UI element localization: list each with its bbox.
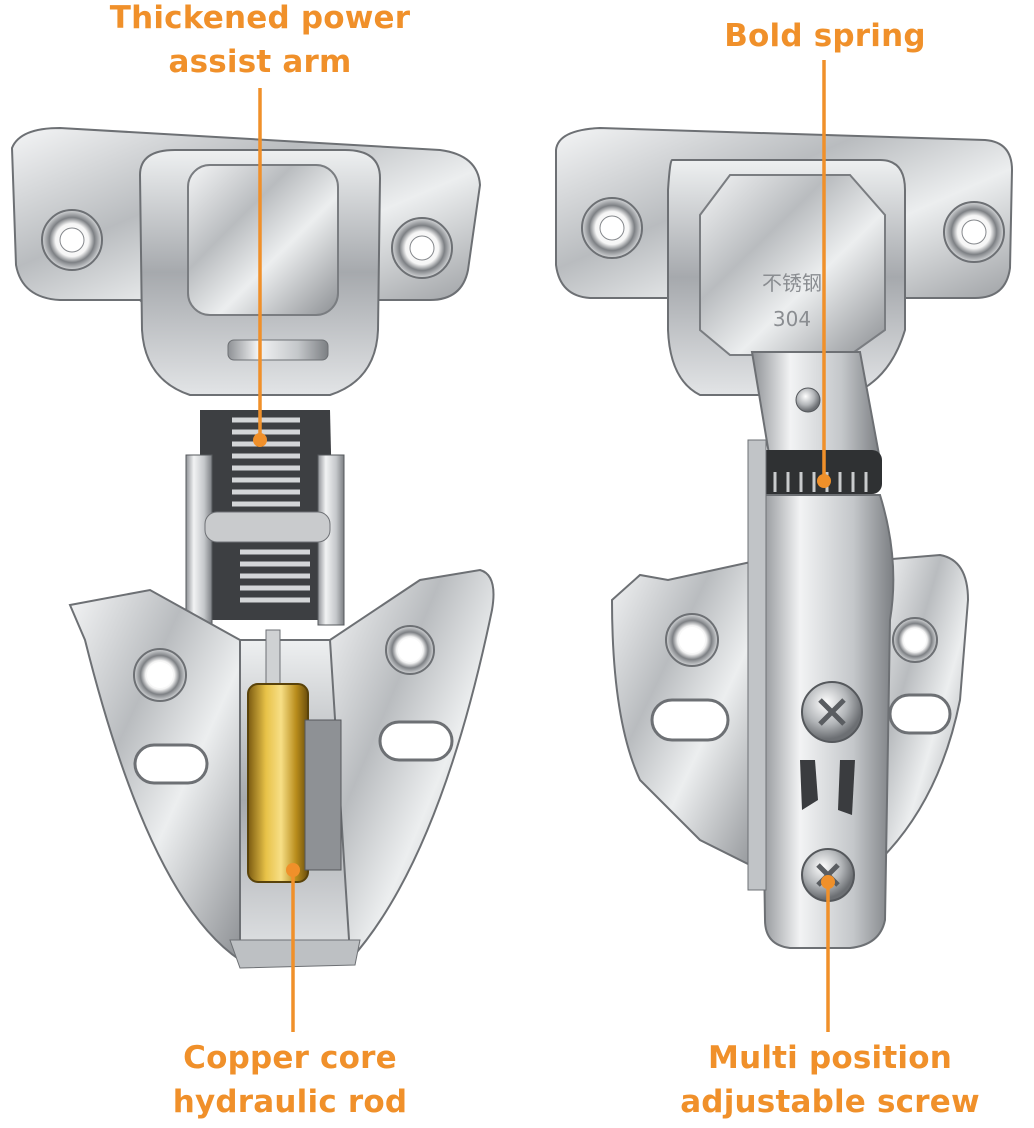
adjust-screw-upper-icon <box>801 681 863 743</box>
right-hinge: 不锈钢 304 <box>555 126 1014 949</box>
power-assist-arm-label: Thickened power assist arm <box>60 0 460 84</box>
hydraulic-rod-label-line1: Copper core <box>183 1040 397 1076</box>
callout-dot-power-arm <box>253 433 267 447</box>
adjustable-screw-label: Multi position adjustable screw <box>640 1036 1020 1124</box>
grade-stamp: 304 <box>773 307 811 331</box>
power-assist-arm-label-line1: Thickened power <box>109 0 411 36</box>
bold-spring-label: Bold spring <box>680 14 970 58</box>
callout-lines <box>253 60 835 1032</box>
bold-spring-label-line1: Bold spring <box>724 18 926 54</box>
material-stamp: 不锈钢 <box>762 271 822 295</box>
hydraulic-rod-label-line2: hydraulic rod <box>172 1084 408 1120</box>
hydraulic-rod-label: Copper core hydraulic rod <box>120 1036 460 1124</box>
left-hinge <box>10 126 495 969</box>
adjustable-screw-label-line1: Multi position <box>708 1040 952 1076</box>
callout-dot-spring <box>817 474 831 488</box>
callout-dot-adjust-screw <box>821 875 835 889</box>
power-assist-arm-label-line2: assist arm <box>168 44 352 80</box>
callout-dot-hydraulic-rod <box>286 863 300 877</box>
adjustable-screw-label-line2: adjustable screw <box>680 1084 980 1120</box>
